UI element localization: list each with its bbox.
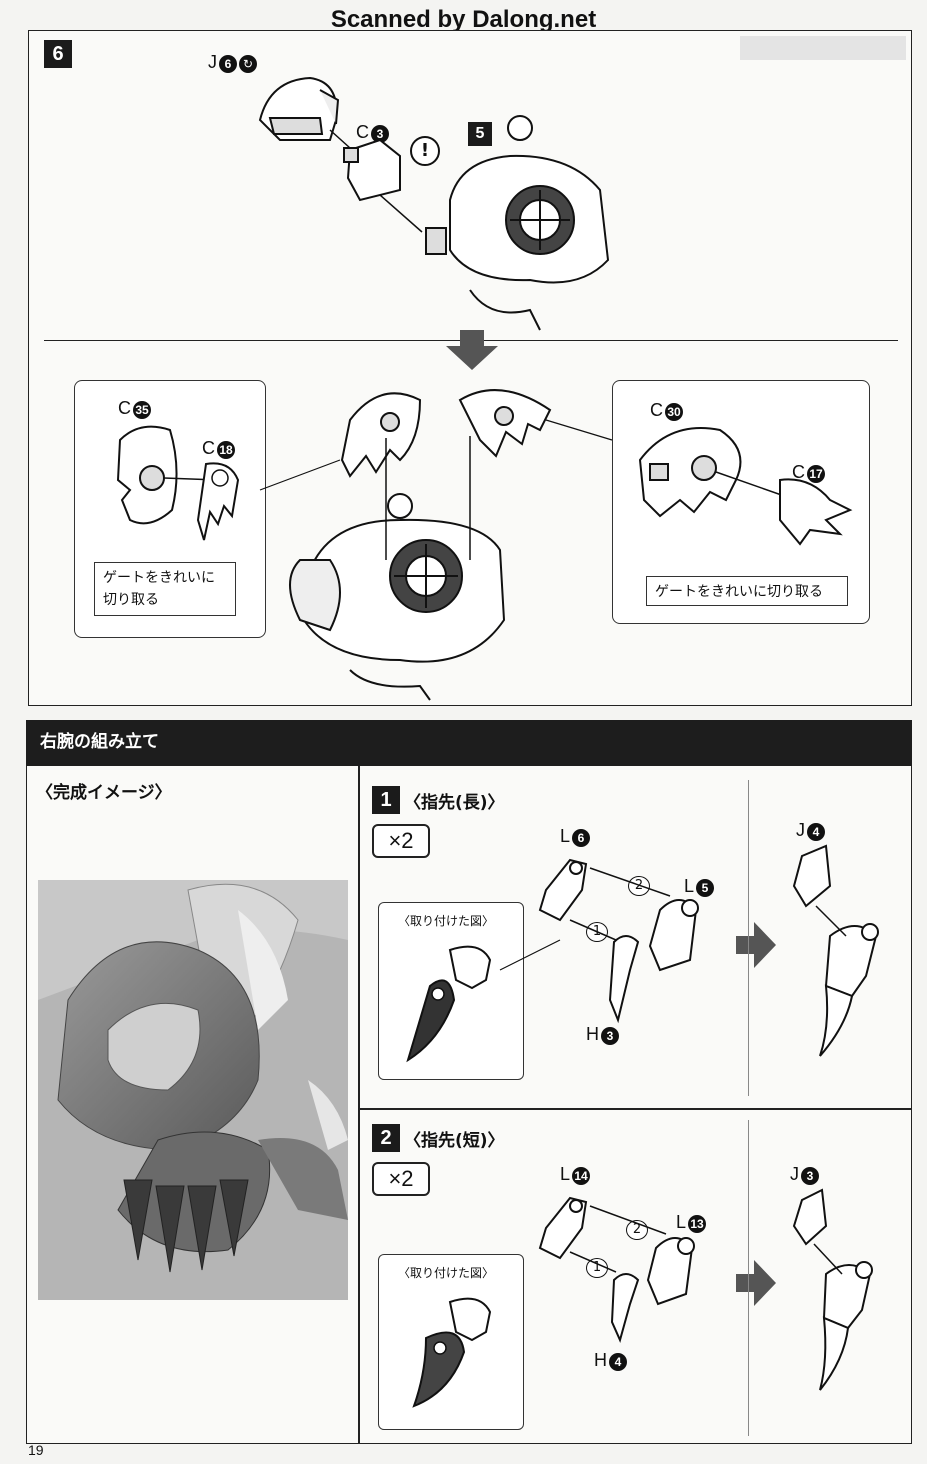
page-number: 19 (28, 1442, 44, 1458)
preview-title: 〈完成イメージ〉 (36, 783, 172, 803)
right-arrow-icon (736, 1260, 776, 1306)
substep1-parts (538, 858, 699, 1024)
substep1-result-divider (748, 780, 749, 1096)
right-arrow-icon (736, 922, 776, 968)
substep2-parts (538, 1196, 695, 1343)
substep2-result (792, 1188, 873, 1391)
quantity-x2-badge: ×2 (372, 1162, 430, 1196)
right-callout-parts (638, 427, 853, 546)
substep1-inset-label: 〈取り付けた図〉 (398, 914, 495, 928)
watermark: Scanned by Dalong.net (330, 6, 597, 33)
rotate-icon: ↻ (239, 55, 257, 73)
substep2-inset-claw (412, 1297, 492, 1408)
preview-divider (358, 766, 360, 1444)
quantity-x2-badge: ×2 (372, 824, 430, 858)
c3-part (343, 138, 401, 202)
caution-icon: ! (410, 136, 440, 166)
section-header: 右腕の組み立て (26, 720, 912, 766)
torso-body (425, 115, 610, 331)
completed-image-preview (38, 880, 348, 1300)
substep-number-2: 2 (372, 1124, 400, 1152)
helmet-part (258, 76, 340, 141)
bleed-through-area (740, 36, 906, 60)
left-callout-note: ゲートをきれいに 切り取る (94, 562, 236, 616)
substep2-title: 〈指先(短)〉 (404, 1131, 505, 1151)
substep2-inset-label: 〈取り付けた図〉 (398, 1266, 495, 1280)
substep1-inset-claw (406, 939, 561, 1063)
substep1-result (792, 844, 879, 1057)
substep-ref-5: 5 (468, 122, 492, 146)
substep-divider (358, 1108, 912, 1110)
left-callout-parts (116, 425, 240, 541)
down-arrow-icon (446, 330, 498, 370)
substep2-result-divider (748, 1120, 749, 1436)
right-callout-note: ゲートをきれいに切り取る (646, 576, 848, 606)
step6-assembled-illustration (259, 389, 613, 701)
substep1-title: 〈指先(長)〉 (404, 793, 505, 813)
step6-top-illustration (258, 76, 610, 331)
substep-number-1: 1 (372, 786, 400, 814)
step-number-6: 6 (44, 40, 72, 68)
